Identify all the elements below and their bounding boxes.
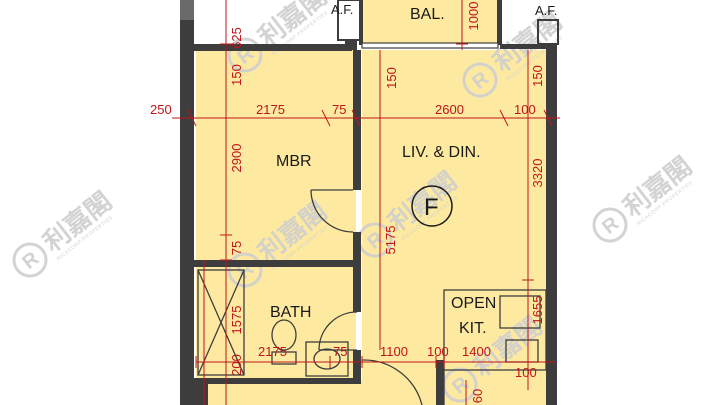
flat-marker: F — [411, 185, 453, 227]
bath-door-swing — [318, 311, 358, 351]
dimension-labels: 625 150 1000 150 150 250 2175 75 2600 10… — [150, 2, 545, 404]
label-balcony: BAL. — [410, 6, 445, 23]
dim-625: 625 — [229, 27, 244, 49]
balcony-floor — [360, 0, 500, 45]
wall-mbr-liv-lower — [353, 232, 361, 270]
room-labels: BAL. A.F. A.F. MBR LIV. & DIN. BATH OPEN… — [270, 2, 557, 337]
label-bathroom: BATH — [270, 304, 311, 321]
dim-5175: 5175 — [383, 226, 398, 255]
corridor-floor — [196, 380, 546, 405]
dim-1000: 1000 — [466, 2, 481, 31]
watermark-logo: R 利嘉閣 RICACORP PROPERTIES — [12, 186, 117, 278]
dim-1100: 1100 — [380, 344, 408, 359]
flat-marker-circle — [411, 185, 453, 227]
dim-1655: 1655 — [530, 296, 545, 325]
dim-75-bottom: 75 — [333, 344, 347, 359]
wall-bath-right-lower — [353, 350, 361, 380]
wall-balcony-left — [359, 0, 363, 45]
kitchen-counter — [443, 289, 547, 371]
svg-text:R: R — [598, 212, 623, 239]
balcony-sliding-door — [361, 42, 499, 49]
dim-2175-top: 2175 — [256, 102, 285, 117]
wall-bath-right — [353, 267, 361, 312]
dim-1400: 1400 — [462, 344, 491, 359]
dim-2175-bottom: 2175 — [258, 344, 287, 359]
basin-bowl — [313, 348, 341, 370]
walls — [180, 0, 559, 405]
wall-lower-left — [194, 384, 208, 405]
dim-75-top: 75 — [332, 102, 346, 117]
dimension-lines — [172, 0, 560, 405]
basin-counter — [305, 341, 349, 377]
label-kitchen-line2: KIT. — [459, 320, 487, 337]
label-living-dining: LIV. & DIN. — [402, 144, 481, 161]
living-dining-floor — [362, 50, 548, 405]
floor-areas — [196, 0, 548, 405]
dim-60: 60 — [470, 389, 485, 403]
shower-diagonal-2 — [197, 269, 245, 376]
wall-left-top-stub — [180, 0, 194, 20]
watermark-logo: R 利嘉閣 RICACORP PROPERTIES — [592, 151, 697, 243]
wall-right-upper — [500, 44, 548, 49]
label-master-bedroom: MBR — [276, 153, 312, 170]
dim-2600: 2600 — [435, 102, 464, 117]
flat-letter: F — [424, 194, 439, 221]
bathroom-floor — [196, 265, 356, 380]
wall-af-left-pillar — [345, 40, 357, 50]
mbr-door-swing — [310, 189, 354, 233]
wall-left-exterior — [180, 20, 194, 405]
dim-75-left: 75 — [229, 241, 244, 255]
label-kitchen-line1: OPEN — [451, 295, 496, 312]
wall-bath-bottom — [194, 378, 361, 384]
dim-150-right: 150 — [530, 65, 545, 87]
dim-100-top: 100 — [514, 102, 536, 117]
wall-right-exterior — [546, 44, 557, 405]
dim-150-top-left: 150 — [229, 64, 244, 86]
wall-af-right-box — [537, 19, 559, 45]
dim-3320: 3320 — [530, 159, 545, 188]
dim-100-bottom: 100 — [427, 344, 449, 359]
kitchen-sink — [499, 295, 541, 329]
dim-100-right-bottom: 100 — [515, 365, 537, 380]
wall-kitchen-stub — [436, 360, 444, 405]
wall-top-mbr — [194, 44, 352, 51]
shower-tray — [197, 269, 245, 376]
wall-mbr-bath — [194, 260, 361, 267]
label-af-left: A.F. — [331, 2, 353, 17]
svg-text:R: R — [18, 247, 43, 274]
wall-balcony-right — [497, 0, 502, 45]
toilet-tank — [271, 351, 297, 365]
dim-200: 200 — [229, 354, 244, 376]
toilet-bowl — [271, 319, 297, 351]
label-af-right: A.F. — [535, 3, 557, 18]
dim-2900: 2900 — [229, 144, 244, 173]
fixtures — [197, 189, 547, 405]
dim-150-mid: 150 — [384, 67, 399, 89]
entrance-door-swing — [361, 359, 423, 405]
dim-1575: 1575 — [229, 306, 244, 335]
dim-250: 250 — [150, 102, 172, 117]
